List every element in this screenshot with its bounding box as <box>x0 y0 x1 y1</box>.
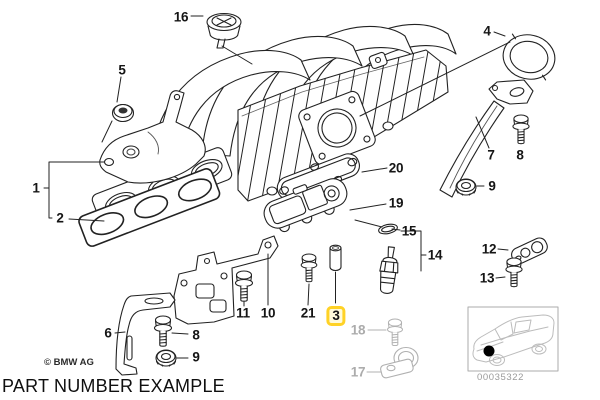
clamp-17-drawing-dimmed <box>380 346 419 379</box>
leader-lines <box>43 15 511 373</box>
part-number-example-caption: PART NUMBER EXAMPLE <box>2 376 225 396</box>
part-callout-6[interactable]: 6 <box>104 325 112 341</box>
control-valve-drawing <box>263 178 348 233</box>
inset-diagram-code: 00035322 <box>477 372 525 383</box>
part-callout-16[interactable]: 16 <box>173 9 189 25</box>
part-callout-18[interactable]: 18 <box>350 322 366 338</box>
support-bracket-right-drawing <box>439 79 534 198</box>
support-plate-drawing <box>173 235 279 325</box>
car-location-inset <box>467 306 559 372</box>
plenum-front <box>99 90 206 184</box>
part-callout-12[interactable]: 12 <box>481 241 497 257</box>
part-callout-8[interactable]: 8 <box>192 327 200 343</box>
part-callout-2[interactable]: 2 <box>56 210 64 226</box>
manifold-gasket-drawing <box>78 168 221 247</box>
part-callout-11[interactable]: 11 <box>236 305 250 321</box>
part-callout-15[interactable]: 15 <box>401 223 417 239</box>
car-location-dot <box>483 345 495 357</box>
part-callout-8[interactable]: 8 <box>516 147 524 163</box>
part-callout-4[interactable]: 4 <box>483 23 491 39</box>
part-callout-14[interactable]: 14 <box>427 247 443 263</box>
spacer-3-drawing <box>329 244 342 272</box>
part-callout-9[interactable]: 9 <box>488 178 496 194</box>
part-callout-13[interactable]: 13 <box>479 270 495 286</box>
part-callout-9[interactable]: 9 <box>192 349 200 365</box>
part-callout-5[interactable]: 5 <box>118 62 126 78</box>
part-callout-7[interactable]: 7 <box>487 147 495 163</box>
part-callout-20[interactable]: 20 <box>388 160 404 176</box>
part-callout-10[interactable]: 10 <box>260 305 276 321</box>
part-callout-1[interactable]: 1 <box>32 180 40 196</box>
support-bracket-left-drawing <box>115 292 176 376</box>
vent-cap-drawing <box>206 12 242 49</box>
part-callout-21[interactable]: 21 <box>300 305 316 321</box>
car-outline <box>472 314 555 366</box>
temperature-sensor-drawing <box>379 246 399 294</box>
part-callout-17[interactable]: 17 <box>350 364 366 380</box>
part-callout-19[interactable]: 19 <box>388 195 404 211</box>
throttle-flange <box>298 90 376 166</box>
part-callout-3[interactable]: 3 <box>326 306 346 326</box>
o-ring-drawing <box>378 223 398 235</box>
seal-ring-drawing <box>502 33 556 81</box>
grommet-drawing <box>111 103 135 123</box>
copyright-text: © BMW AG <box>44 357 94 368</box>
